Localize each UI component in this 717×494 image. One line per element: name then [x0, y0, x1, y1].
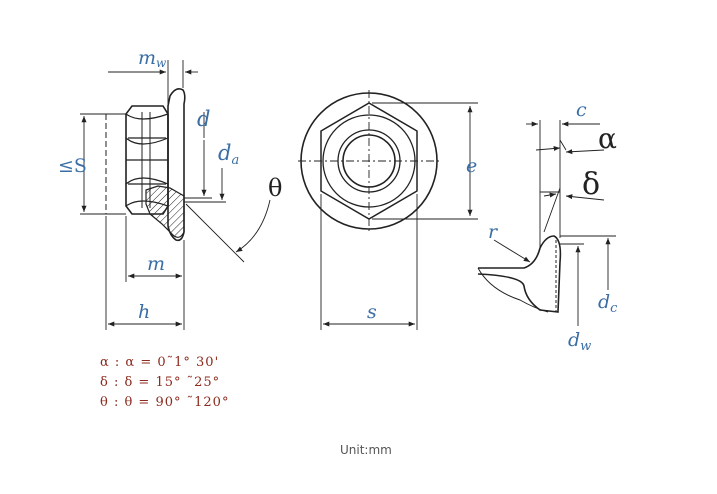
label-h: h	[138, 301, 150, 323]
label-dc: dc	[598, 291, 618, 316]
side-view	[80, 60, 271, 330]
label-r: r	[488, 221, 499, 243]
label-alpha: α	[598, 122, 617, 155]
label-e: e	[466, 155, 477, 177]
label-da: da	[218, 141, 239, 168]
flange-profile	[477, 235, 562, 313]
legend-line-alpha: α : α = 0˜1° 30'	[100, 355, 219, 370]
label-dw: dw	[568, 329, 591, 354]
label-delta: δ	[582, 167, 600, 202]
legend-line-theta: θ : θ = 90° ˜120°	[100, 395, 229, 410]
label-m: m	[147, 253, 165, 275]
label-theta: θ	[268, 174, 282, 202]
detail-view	[477, 120, 616, 326]
legend-line-delta: δ : δ = 15° ˜25°	[100, 375, 220, 390]
unit-note: Unit:mm	[340, 443, 392, 457]
label-s: s	[367, 301, 377, 323]
label-d: d	[197, 107, 210, 131]
angle-labels: θ α δ	[268, 122, 617, 202]
flange-outline	[167, 88, 186, 242]
dimension-labels: mw d da ≤S m h e s c r dc dw	[58, 47, 618, 354]
label-s-left: ≤S	[58, 155, 87, 177]
label-c: c	[576, 99, 587, 121]
section-hatch	[145, 185, 185, 238]
label-mw: mw	[138, 47, 167, 70]
front-view	[298, 90, 478, 330]
angle-legend: α : α = 0˜1° 30' δ : δ = 15° ˜25° θ : θ …	[100, 355, 229, 410]
